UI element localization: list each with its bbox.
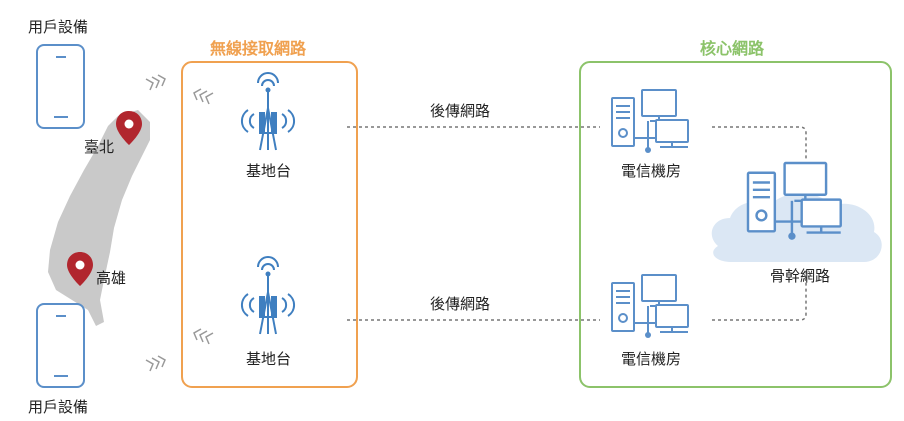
telecom-room-label: 電信機房	[621, 350, 682, 368]
backhaul-label: 後傳網路	[430, 295, 491, 313]
user-device-label: 用戶設備	[28, 398, 89, 416]
telecom-room-label: 電信機房	[621, 162, 682, 180]
backhaul-label: 後傳網路	[430, 102, 491, 120]
map-pin-label: 高雄	[96, 269, 127, 287]
core-network-box	[579, 61, 892, 388]
signal-arrows-icon	[145, 74, 214, 372]
base-station-label: 基地台	[246, 350, 292, 368]
core-network-title: 核心網路	[700, 39, 765, 58]
location-pin-icon	[67, 252, 93, 286]
location-pin-icon	[116, 111, 142, 145]
base-station-label: 基地台	[246, 162, 292, 180]
server-computer-icon	[611, 89, 689, 154]
backhaul-link	[347, 126, 600, 321]
cloud-icon	[711, 193, 882, 262]
user-device-label: 用戶設備	[28, 18, 89, 36]
map-pin-label: 臺北	[84, 138, 115, 156]
cell-tower-icon	[241, 72, 295, 151]
smartphone-icon	[36, 303, 85, 388]
access-network-title: 無線接取網路	[210, 39, 307, 58]
server-computer-icon	[611, 274, 689, 339]
cell-tower-icon	[241, 256, 295, 335]
access-network-box	[181, 61, 358, 388]
backbone-label: 骨幹網路	[770, 267, 831, 285]
backbone-link	[712, 126, 807, 321]
smartphone-icon	[36, 44, 85, 129]
